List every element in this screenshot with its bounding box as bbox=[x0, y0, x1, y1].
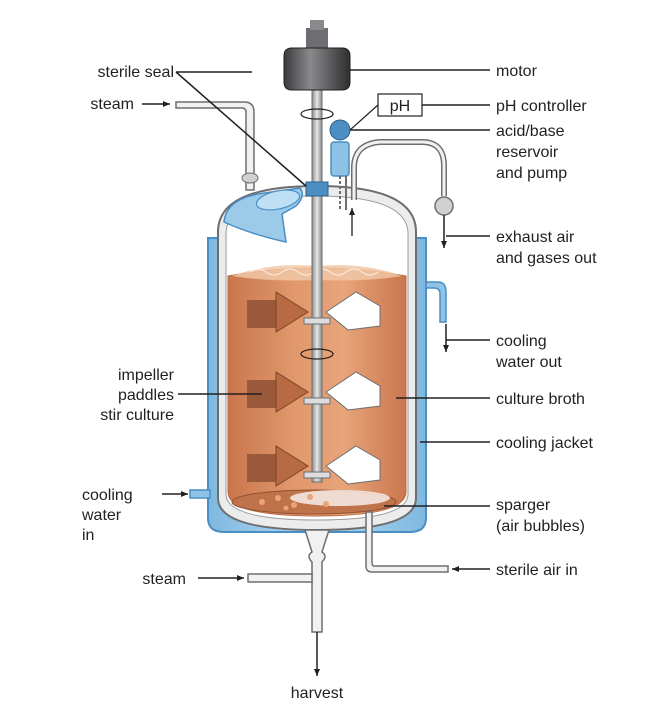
label-cooling-water-in-3: in bbox=[82, 527, 94, 544]
ph-box: pH bbox=[350, 94, 422, 130]
label-impeller-3: stir culture bbox=[100, 407, 174, 424]
label-impeller-1: impeller bbox=[118, 367, 175, 384]
label-steam-top: steam bbox=[90, 96, 134, 113]
label-acid-base-1: acid/base bbox=[496, 123, 565, 140]
label-acid-base-2: reservoir bbox=[496, 144, 559, 161]
label-sparger-1: sparger bbox=[496, 497, 551, 514]
label-cooling-water-in-2: water bbox=[81, 507, 122, 524]
label-sterile-air-in: sterile air in bbox=[496, 562, 578, 579]
harvest-outlet bbox=[248, 530, 329, 632]
steam-inlet-top bbox=[176, 102, 302, 242]
label-exhaust-1: exhaust air bbox=[496, 229, 575, 246]
label-cooling-water-out-1: cooling bbox=[496, 333, 547, 350]
label-motor: motor bbox=[496, 63, 538, 80]
label-steam-bottom: steam bbox=[142, 571, 186, 588]
label-acid-base-3: and pump bbox=[496, 165, 567, 182]
label-harvest: harvest bbox=[291, 685, 344, 702]
label-cooling-jacket: cooling jacket bbox=[496, 435, 594, 452]
label-exhaust-2: and gases out bbox=[496, 250, 597, 267]
label-sterile-seal: sterile seal bbox=[98, 64, 174, 81]
label-impeller-2: paddles bbox=[118, 387, 174, 404]
sparger bbox=[232, 490, 396, 514]
label-sparger-2: (air bubbles) bbox=[496, 518, 585, 535]
label-cooling-water-in-1: cooling bbox=[82, 487, 133, 504]
ph-box-label: pH bbox=[390, 98, 410, 115]
label-ph-controller: pH controller bbox=[496, 98, 587, 115]
label-culture-broth: culture broth bbox=[496, 391, 585, 408]
motor bbox=[284, 20, 350, 90]
label-cooling-water-out-2: water out bbox=[495, 354, 562, 371]
